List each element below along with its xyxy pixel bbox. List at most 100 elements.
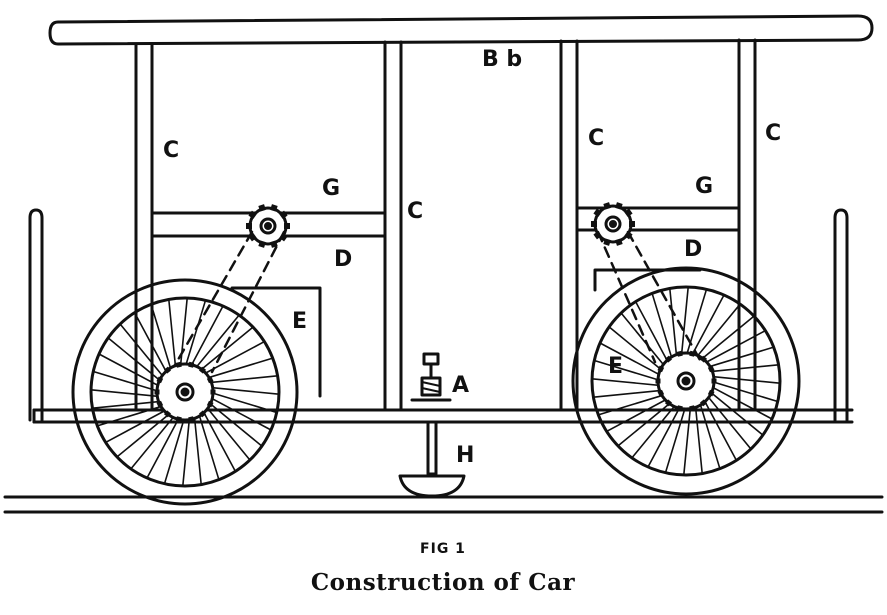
wheel-spoke: [201, 408, 237, 473]
label-E-left: E: [292, 309, 307, 334]
sprocket-tooth: [603, 238, 611, 246]
wheel-spoke: [608, 326, 665, 373]
wheel-spoke: [651, 292, 674, 362]
sprocket-tooth: [270, 240, 278, 248]
wheel-spoke: [705, 393, 752, 450]
wheel-spoke: [104, 408, 169, 444]
wheel-spoke: [647, 403, 683, 468]
wheel-spoke: [631, 402, 678, 459]
left-wheel: [71, 278, 299, 506]
sprocket-tooth: [657, 365, 665, 373]
wheel-spoke: [707, 389, 764, 436]
frame-posts: [134, 38, 757, 412]
wheel-spoke: [617, 400, 674, 447]
sprocket-tooth: [270, 204, 278, 212]
label-A: A: [452, 373, 469, 398]
wheel-spoke: [668, 287, 678, 360]
sprocket-tooth: [657, 389, 665, 397]
wheel-spoke: [197, 326, 254, 373]
sprocket-tooth: [198, 410, 207, 418]
sprocket-tooth: [163, 366, 172, 374]
wheel-spoke: [705, 346, 775, 369]
wheel-spoke: [694, 402, 704, 475]
sprocket-tooth: [624, 231, 633, 240]
sprocket-tooth: [689, 405, 696, 412]
sprocket-tooth: [624, 208, 633, 217]
sprocket-tooth: [689, 350, 696, 357]
wheel-spoke: [682, 403, 692, 476]
figure-caption: Construction of Car: [311, 569, 576, 596]
sprocket-tooth: [248, 233, 257, 242]
sprocket-tooth: [258, 240, 266, 248]
sprocket-tooth: [206, 400, 214, 408]
right-wheel: [571, 266, 801, 496]
sprocket-tooth: [707, 389, 715, 397]
sprocket-tooth: [156, 376, 164, 384]
wheel-spoke: [206, 374, 279, 384]
sprocket-tooth: [593, 231, 602, 240]
wheel-spoke: [163, 415, 186, 485]
wheel-spoke: [90, 388, 163, 398]
wheel-spoke: [698, 315, 755, 362]
wheel-spoke: [207, 395, 272, 431]
wheel-spoke: [685, 288, 708, 358]
wheel-spoke: [206, 400, 263, 447]
wheel-spoke: [119, 323, 166, 380]
sprocket-tooth: [593, 208, 602, 217]
sprocket-tooth: [655, 378, 661, 384]
sprocket-tooth: [163, 410, 172, 418]
wheel-spoke: [592, 389, 665, 399]
wheel-spoke: [182, 414, 191, 487]
wheel-spoke: [634, 300, 670, 365]
label-C-center: C: [407, 199, 423, 224]
sprocket-tooth: [246, 223, 252, 229]
track-rail: [3, 495, 884, 514]
label-C-left: C: [163, 138, 179, 163]
wheel-spoke: [664, 404, 687, 474]
wheel-spoke: [92, 370, 162, 393]
diagram-labels: B b C C C C G G D D E E A H: [163, 47, 781, 468]
sprocket-tooth: [156, 400, 164, 408]
label-G-left: G: [322, 176, 340, 201]
sprocket-tooth: [279, 233, 288, 242]
wheel-spoke: [708, 375, 781, 385]
sprocket-tooth: [175, 361, 182, 368]
wheel-spoke: [130, 413, 177, 470]
wheel-spoke: [702, 329, 767, 365]
sprocket-tooth: [699, 355, 708, 363]
label-H: H: [456, 443, 474, 468]
label-D-right: D: [684, 237, 702, 262]
wheel-spoke: [168, 298, 177, 371]
sprocket-tooth: [206, 376, 214, 384]
wheel-spoke: [702, 397, 738, 462]
wheel-spoke: [116, 411, 173, 458]
wheel-spoke: [133, 311, 169, 376]
wheel-spoke: [98, 353, 163, 389]
wheel-spoke: [591, 377, 664, 387]
wheel-spoke: [184, 299, 207, 369]
sprocket-tooth: [615, 238, 623, 246]
label-E-right: E: [608, 354, 623, 379]
sprocket-tooth: [210, 389, 216, 395]
wheel-spoke: [597, 393, 667, 416]
wheel-spoke: [204, 357, 274, 380]
sprocket-tooth: [629, 221, 635, 227]
wheel-spoke: [698, 400, 721, 470]
wheel-spoke: [197, 411, 220, 481]
wheel-spoke: [193, 413, 202, 486]
label-D-left: D: [334, 247, 352, 272]
brake-assembly: [398, 352, 466, 498]
sprocket-tooth: [603, 202, 611, 210]
sprocket-tooth: [188, 361, 195, 368]
label-Bb: B b: [482, 47, 522, 72]
label-C-right-inner: C: [588, 126, 604, 151]
wheel-spoke: [107, 337, 164, 384]
wheel-spoke: [694, 303, 741, 360]
wheel-spoke: [708, 384, 773, 420]
sprocket-tooth: [258, 204, 266, 212]
drive-chains: [173, 230, 702, 374]
sprocket-tooth: [154, 389, 160, 395]
wheel-spoke: [709, 380, 779, 403]
wheel-spoke: [208, 391, 278, 414]
